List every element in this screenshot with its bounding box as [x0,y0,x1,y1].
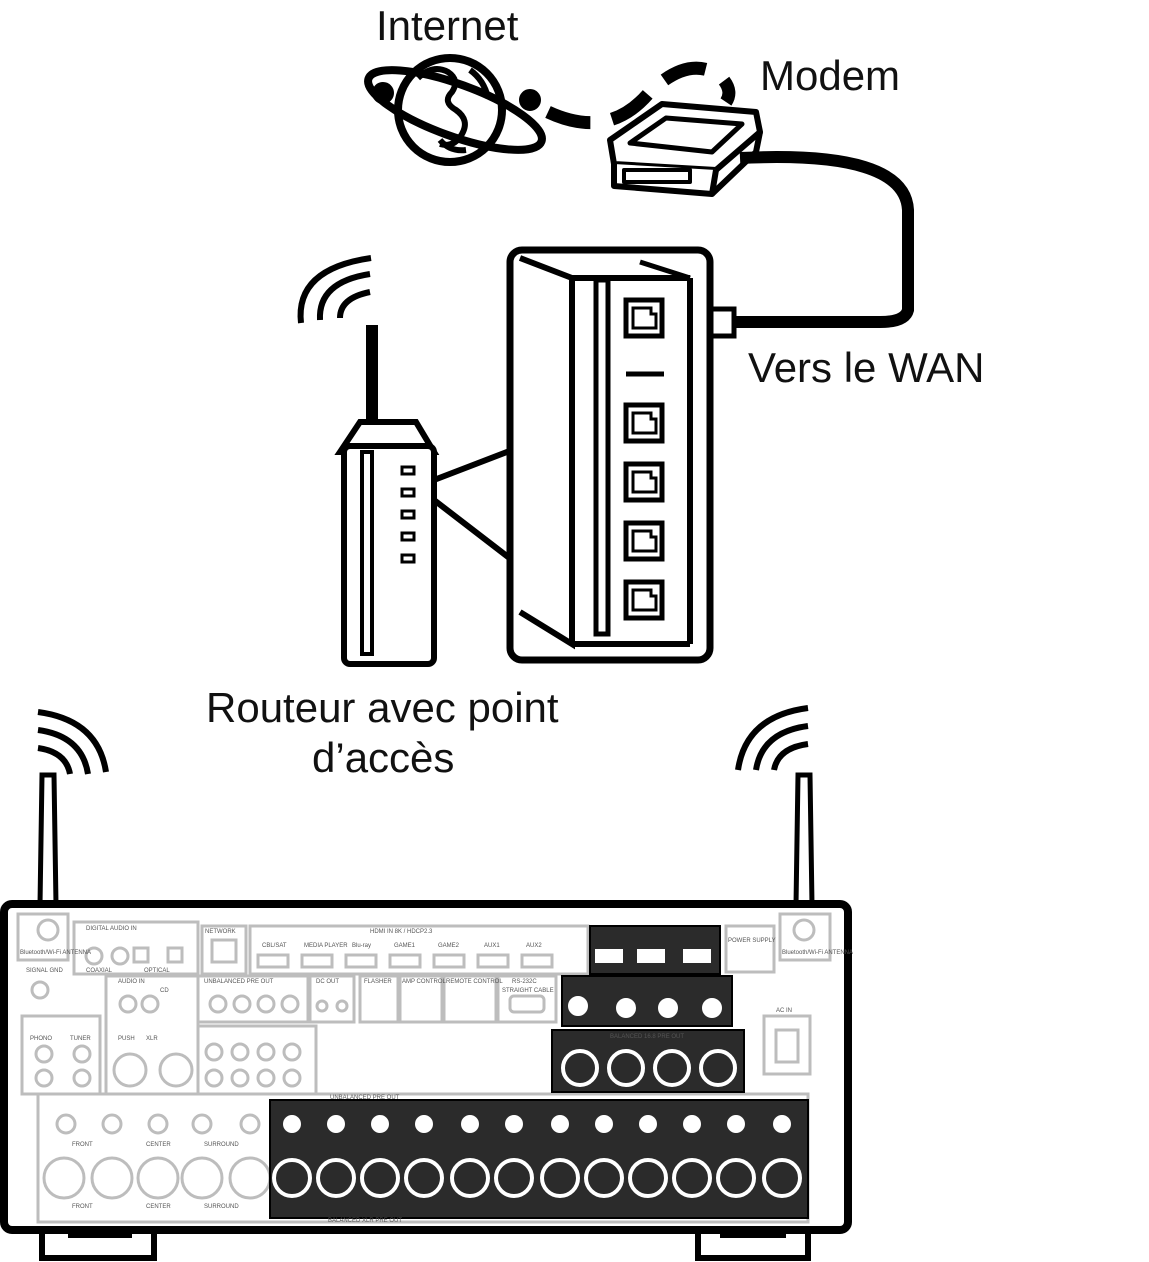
svg-text:GAME2: GAME2 [438,943,460,949]
svg-text:BALANCED 16.8 PRE OUT: BALANCED 16.8 PRE OUT [610,1034,684,1040]
svg-text:MEDIA PLAYER: MEDIA PLAYER [304,943,348,949]
svg-text:REMOTE CONTROL: REMOTE CONTROL [446,979,503,985]
svg-text:UNBALANCED PRE OUT: UNBALANCED PRE OUT [330,1095,400,1101]
wan-label: Vers le WAN [748,344,985,391]
receiver-back-panel [16,912,832,1224]
svg-text:AUX2: AUX2 [526,943,542,949]
svg-text:POWER SUPPLY: POWER SUPPLY [728,938,776,944]
lan-port-icon [623,461,665,503]
svg-text:Blu-ray: Blu-ray [352,943,371,949]
router-icon [334,419,440,667]
svg-text:FLASHER: FLASHER [364,979,392,985]
svg-text:HDMI IN 8K / HDCP2.3: HDMI IN 8K / HDCP2.3 [370,929,433,935]
svg-text:UNBALANCED PRE OUT: UNBALANCED PRE OUT [204,979,274,985]
svg-text:FRONT: FRONT [72,1204,93,1210]
svg-text:STRAIGHT CABLE: STRAIGHT CABLE [502,988,554,994]
svg-text:DIGITAL AUDIO IN: DIGITAL AUDIO IN [86,926,137,932]
svg-text:RS-232C: RS-232C [512,979,537,985]
svg-text:FRONT: FRONT [72,1142,93,1148]
lan-port-icon [623,579,665,621]
svg-text:TUNER: TUNER [70,1036,91,1042]
svg-text:AMP CONTROL: AMP CONTROL [402,979,447,985]
receiver-antennas [37,772,815,908]
svg-text:GAME1: GAME1 [394,943,416,949]
router-zoom-callout [432,447,514,563]
wifi-waves-icon [297,255,372,324]
router-back-panel [506,246,714,664]
svg-text:AUX1: AUX1 [484,943,500,949]
svg-text:CD: CD [160,988,169,994]
receiver-feet [39,1230,811,1261]
svg-text:SURROUND: SURROUND [204,1204,239,1210]
svg-text:CENTER: CENTER [146,1204,171,1210]
modem-icon [607,101,763,197]
svg-text:AC IN: AC IN [776,1008,792,1014]
svg-text:NETWORK: NETWORK [205,929,236,935]
router-label-line2: d’accès [312,734,455,781]
lan-port-icon [623,520,665,562]
svg-text:BALANCED XLR PRE OUT: BALANCED XLR PRE OUT [328,1218,402,1224]
svg-text:Bluetooth/Wi-Fi ANTENNA: Bluetooth/Wi-Fi ANTENNA [782,950,853,956]
svg-text:PHONO: PHONO [30,1036,52,1042]
svg-text:CENTER: CENTER [146,1142,171,1148]
wan-cable [730,151,914,328]
svg-text:COAXIAL: COAXIAL [86,968,113,974]
svg-text:SURROUND: SURROUND [204,1142,239,1148]
svg-text:PUSH: PUSH [118,1036,135,1042]
receiver-panel-labels: Bluetooth/Wi-Fi ANTENNA Bluetooth/Wi-Fi … [20,926,853,1224]
internet-globe-icon [364,54,546,166]
svg-text:AUDIO IN: AUDIO IN [118,979,145,985]
svg-text:XLR: XLR [146,1036,158,1042]
svg-text:OPTICAL: OPTICAL [144,968,170,974]
svg-text:DC OUT: DC OUT [316,979,339,985]
left-wifi-waves-icon [37,709,109,775]
internet-label: Internet [376,2,519,49]
svg-text:CBL/SAT: CBL/SAT [262,943,287,949]
receiver-dark-block-details [272,949,802,1198]
svg-text:SIGNAL GND: SIGNAL GND [26,968,63,974]
svg-text:Bluetooth/Wi-Fi ANTENNA: Bluetooth/Wi-Fi ANTENNA [20,950,91,956]
internet-modem-link [545,61,736,130]
lan-ports [623,297,665,621]
wan-port-icon [623,297,665,339]
lan-port-icon [623,402,665,444]
router-label-line1: Routeur avec point [206,684,559,731]
modem-label: Modem [760,52,901,99]
right-wifi-waves-icon [735,705,809,771]
